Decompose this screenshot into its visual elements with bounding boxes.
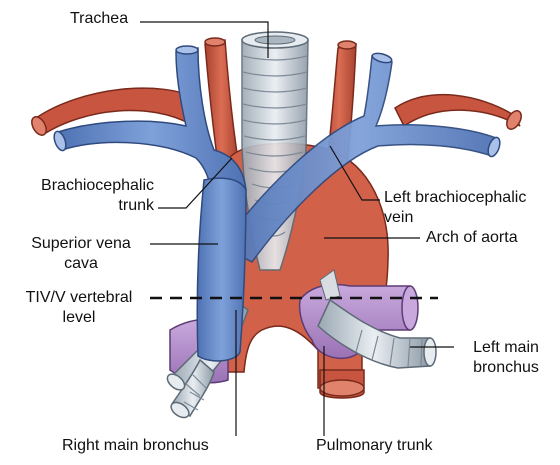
label-left-brachiocephalic-vein: Left brachiocephalic vein bbox=[384, 189, 527, 226]
right-subclavian-artery bbox=[31, 87, 201, 136]
superior-vena-cava bbox=[196, 177, 247, 362]
leader-brachiocephalic-trunk bbox=[158, 157, 233, 209]
label-superior-vena-cava: Superior vena cava bbox=[31, 235, 131, 272]
leader-lines bbox=[140, 21, 454, 436]
left-subclavian-artery bbox=[394, 93, 522, 130]
left-main-bronchus bbox=[317, 269, 437, 369]
label-arch-of-aorta: Arch of aorta bbox=[426, 229, 518, 246]
label-trachea: Trachea bbox=[70, 10, 129, 27]
label-left-main-bronchus: Left main bronchus bbox=[473, 339, 539, 376]
label-vertebral-level: TIV/V vertebral level bbox=[25, 289, 133, 326]
label-brachiocephalic-trunk: Brachiocephalic trunk bbox=[41, 177, 154, 214]
label-pulmonary-trunk: Pulmonary trunk bbox=[316, 437, 433, 454]
label-right-main-bronchus: Right main bronchus bbox=[62, 437, 209, 454]
left-brachiocephalic-vein bbox=[220, 52, 501, 263]
right-brachiocephalic-vein bbox=[53, 45, 247, 197]
leader-trachea bbox=[140, 21, 269, 58]
leader-left-brachiocephalic-vein bbox=[329, 145, 380, 201]
